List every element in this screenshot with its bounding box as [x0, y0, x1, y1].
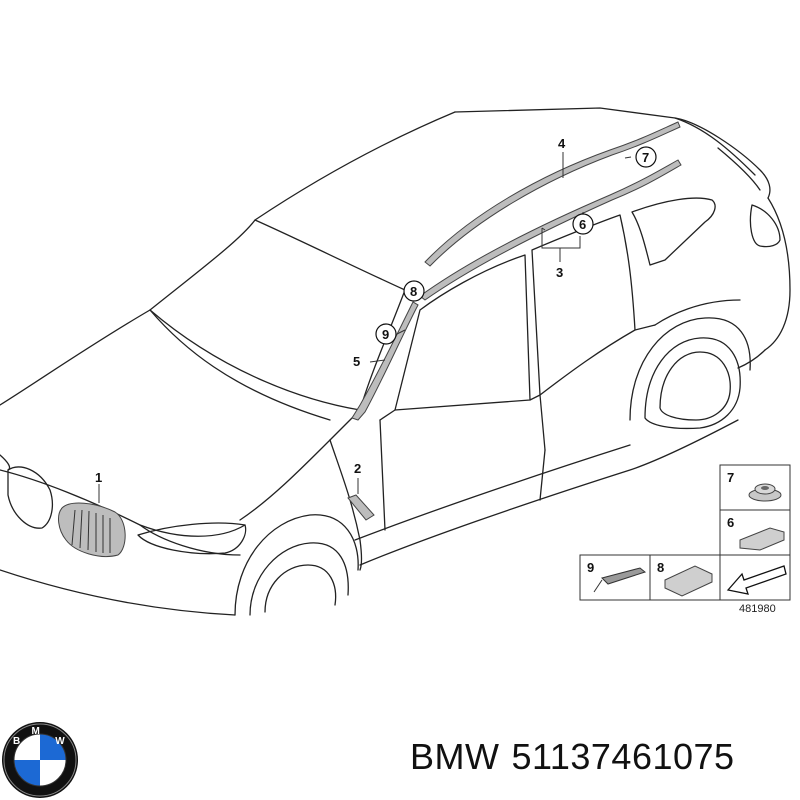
- legend-label-8: 8: [657, 560, 664, 575]
- callout-6: 6: [579, 217, 586, 232]
- callout-6-circle: [572, 213, 594, 235]
- callout-2: 2: [354, 461, 361, 476]
- a-pillar-trim: [351, 301, 419, 421]
- roof-trim-parts: [58, 121, 682, 557]
- parts-legend: 7 6 9 8 481980: [579, 464, 791, 615]
- part-number: 51137461075: [511, 736, 735, 777]
- legend-label-6: 6: [727, 515, 734, 530]
- callout-5: 5: [353, 354, 360, 369]
- legend-arrow-box: [719, 554, 791, 601]
- brand-name: BMW: [410, 736, 500, 777]
- legend-label-7: 7: [727, 470, 734, 485]
- callout-8-circle: [403, 280, 425, 302]
- callout-9: 9: [382, 327, 389, 342]
- bmw-logo: B M W: [2, 722, 78, 798]
- callouts: 4 7 6 3 8 9 5 2 1: [95, 136, 657, 485]
- legend-label-9: 9: [587, 560, 594, 575]
- callout-8: 8: [410, 284, 417, 299]
- callout-9-circle: [375, 323, 397, 345]
- reference-number: 481980: [739, 603, 776, 615]
- fender-trim-2: [347, 494, 375, 521]
- roof-rail-right-trim: [419, 159, 682, 301]
- kidney-grille: [58, 502, 126, 557]
- callout-leaders: [98, 152, 632, 503]
- callout-1: 1: [95, 470, 102, 485]
- callout-7-circle: [635, 146, 657, 168]
- part-caption: BMW 51137461075: [410, 736, 735, 778]
- callout-4: 4: [558, 136, 566, 151]
- roof-rail-left-trim: [424, 121, 681, 267]
- car-outline: [0, 107, 791, 616]
- callout-3: 3: [556, 265, 563, 280]
- svg-text:B M W: B M W: [13, 726, 65, 747]
- callout-7: 7: [642, 150, 649, 165]
